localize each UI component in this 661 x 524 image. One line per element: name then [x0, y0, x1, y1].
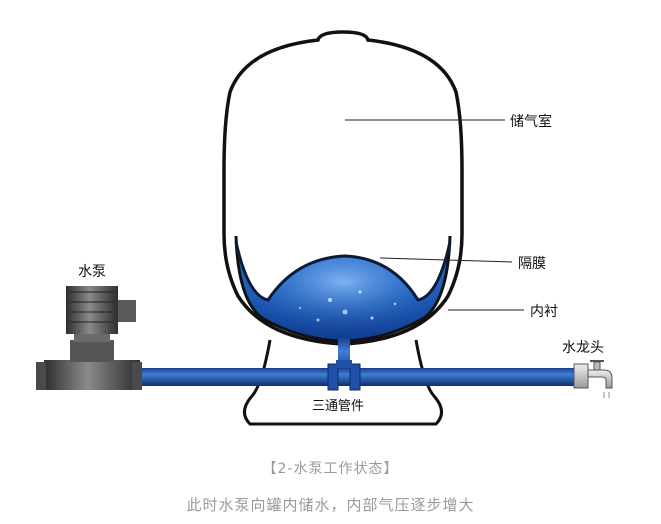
- tank-body: [222, 30, 464, 346]
- leader-diaphragm: [379, 257, 513, 263]
- caption-description: 此时水泵向罐内储水，内部气压逐步增大: [186, 496, 475, 514]
- pump: [36, 286, 142, 390]
- label-diaphragm: 隔膜: [518, 256, 546, 272]
- label-pump: 水泵: [78, 264, 106, 280]
- faucet-icon: [573, 360, 613, 398]
- label-liner: 内衬: [530, 304, 558, 320]
- diaphragm: [234, 241, 452, 302]
- water-chamber: [236, 242, 450, 341]
- label-faucet: 水龙头: [562, 340, 604, 356]
- label-air-chamber: 储气室: [510, 113, 552, 130]
- caption-title: 【2-水泵工作状态】: [262, 461, 399, 477]
- label-tee-fitting: 三通管件: [312, 399, 364, 414]
- tee-fitting: [327, 360, 361, 391]
